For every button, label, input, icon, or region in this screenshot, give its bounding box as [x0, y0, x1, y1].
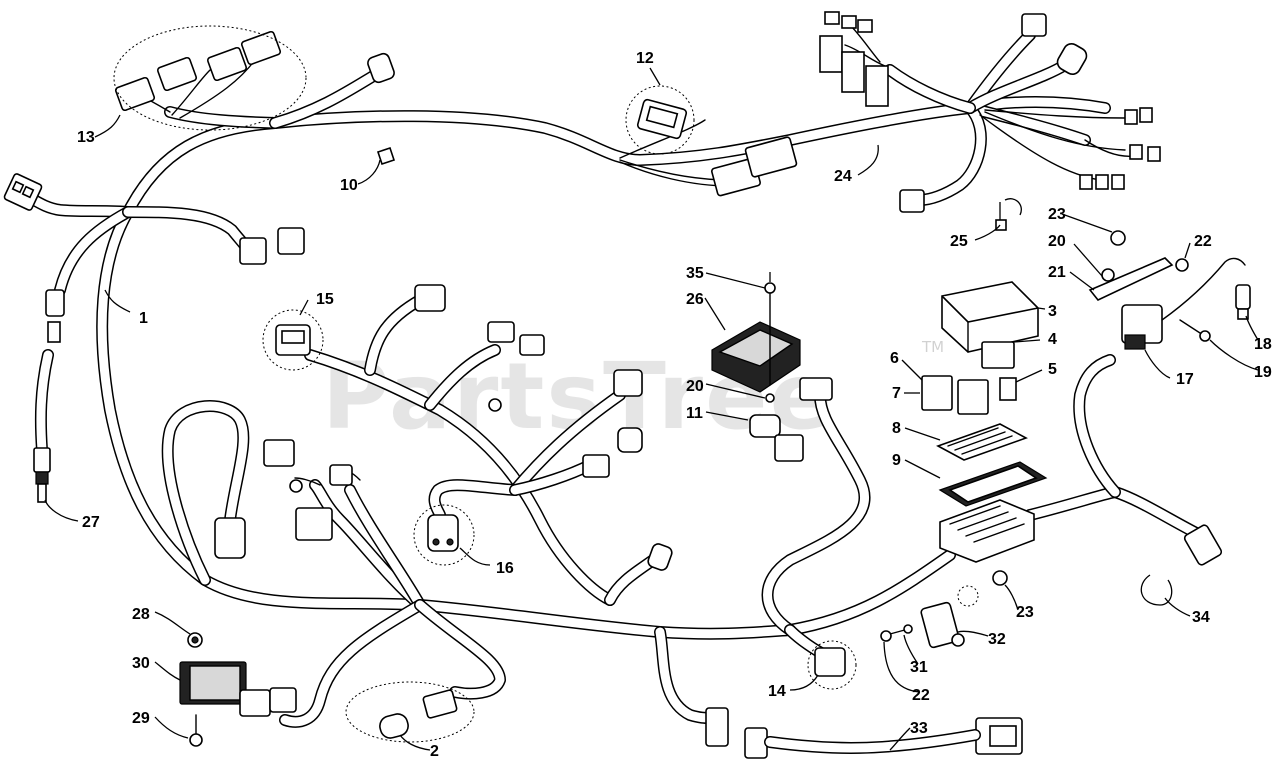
part-label-23-top: 23 — [1048, 206, 1066, 223]
part-label-27: 27 — [82, 514, 100, 531]
callout-13 — [113, 25, 307, 131]
part-label-31: 31 — [910, 659, 928, 676]
connector-12 — [636, 98, 688, 140]
callout-12 — [625, 85, 695, 155]
part-label-9: 9 — [892, 452, 901, 469]
callout-14 — [807, 640, 857, 690]
part-label-7: 7 — [892, 385, 901, 402]
watermark-trademark: TM — [921, 338, 944, 356]
connector-mid-upper — [414, 284, 643, 478]
part-label-14: 14 — [768, 683, 786, 700]
part-label-35: 35 — [686, 265, 704, 282]
part-label-8: 8 — [892, 420, 901, 437]
connector-cluster-13 — [114, 30, 282, 112]
connector-top-plug — [367, 52, 395, 84]
part-label-20-right: 20 — [1048, 233, 1066, 250]
part-label-25: 25 — [950, 233, 968, 250]
part-label-2: 2 — [430, 743, 439, 760]
nut-20-right — [1101, 268, 1115, 282]
regulator-30 — [179, 661, 297, 717]
screw-19 — [1179, 319, 1211, 342]
bolt-29 — [189, 714, 203, 747]
part-label-26: 26 — [686, 291, 704, 308]
connector-2 — [379, 689, 458, 739]
connector-11 — [749, 377, 833, 462]
fuse-5 — [999, 377, 1017, 401]
right-connector — [1183, 524, 1223, 566]
connector-16 — [427, 514, 459, 552]
leader-lines — [44, 67, 1259, 751]
connector-left-front — [3, 173, 43, 211]
fuse-block-base — [939, 499, 1035, 563]
seal-9 — [938, 461, 1048, 507]
nut-23-bottom — [992, 570, 1008, 586]
part-label-4: 4 — [1048, 331, 1057, 348]
connector-center — [289, 464, 353, 541]
part-label-23-bottom: 23 — [1016, 604, 1034, 621]
part-label-10: 10 — [340, 177, 358, 194]
part-label-28: 28 — [132, 606, 150, 623]
callout-2 — [345, 681, 475, 743]
clip-34 — [1140, 574, 1173, 606]
part-label-24: 24 — [834, 168, 852, 185]
bolt-28 — [187, 632, 203, 648]
part-label-20-left: 20 — [686, 378, 704, 395]
connector-33 — [705, 707, 1023, 759]
gasket-8 — [936, 423, 1028, 461]
screw-31-22 — [880, 624, 913, 642]
sensor-27 — [33, 447, 51, 503]
part-label-13: 13 — [77, 129, 95, 146]
plug-18 — [1235, 284, 1251, 320]
bolt-22-top — [1175, 258, 1189, 272]
connector-mid-top — [711, 136, 798, 197]
callout-15 — [262, 309, 324, 371]
part-label-3: 3 — [1048, 303, 1057, 320]
part-label-29: 29 — [132, 710, 150, 727]
nut-23-top — [1110, 230, 1126, 246]
bracket-21 — [1088, 257, 1174, 301]
relay-board-26 — [711, 282, 801, 403]
part-label-16: 16 — [496, 560, 514, 577]
connector-loop-left — [214, 439, 295, 559]
part-label-21: 21 — [1048, 264, 1066, 281]
connector-cluster-24 — [819, 11, 1161, 213]
connector-14 — [814, 647, 846, 677]
part-label-19: 19 — [1254, 364, 1272, 381]
connector-15 — [275, 324, 311, 356]
coil-17 — [1121, 257, 1246, 350]
part-label-22-bottom: 22 — [912, 687, 930, 704]
part-label-5: 5 — [1048, 361, 1057, 378]
part-label-29-30: 30 — [132, 655, 150, 672]
part-label-6: 6 — [890, 350, 899, 367]
main-harness-wires — [19, 29, 1206, 728]
part-label-33: 33 — [910, 720, 928, 737]
connector-27-plug — [45, 289, 65, 343]
washer-bottom — [957, 585, 979, 607]
relay-4 — [981, 341, 1015, 369]
callout-16 — [413, 504, 475, 566]
part-label-17: 17 — [1176, 371, 1194, 388]
part-label-11: 11 — [686, 405, 703, 422]
part-label-32: 32 — [988, 631, 1006, 648]
fuse-box-cover-3 — [941, 281, 1039, 353]
relay-6-7 — [921, 375, 989, 415]
connector-left-pair — [239, 227, 305, 265]
part-labels: 1 2 3 4 5 6 7 8 9 10 11 12 13 14 15 16 1… — [77, 50, 1272, 760]
part-label-15: 15 — [316, 291, 334, 308]
clip-25 — [995, 198, 1022, 231]
part-label-22-top: 22 — [1194, 233, 1212, 250]
part-label-18: 18 — [1254, 336, 1272, 353]
part-label-1: 1 — [139, 310, 148, 327]
tag-10 — [376, 146, 396, 166]
part-label-12: 12 — [636, 50, 654, 67]
connector-small-plug — [647, 543, 673, 571]
bracket-32 — [920, 601, 965, 649]
part-label-34: 34 — [1192, 609, 1210, 626]
